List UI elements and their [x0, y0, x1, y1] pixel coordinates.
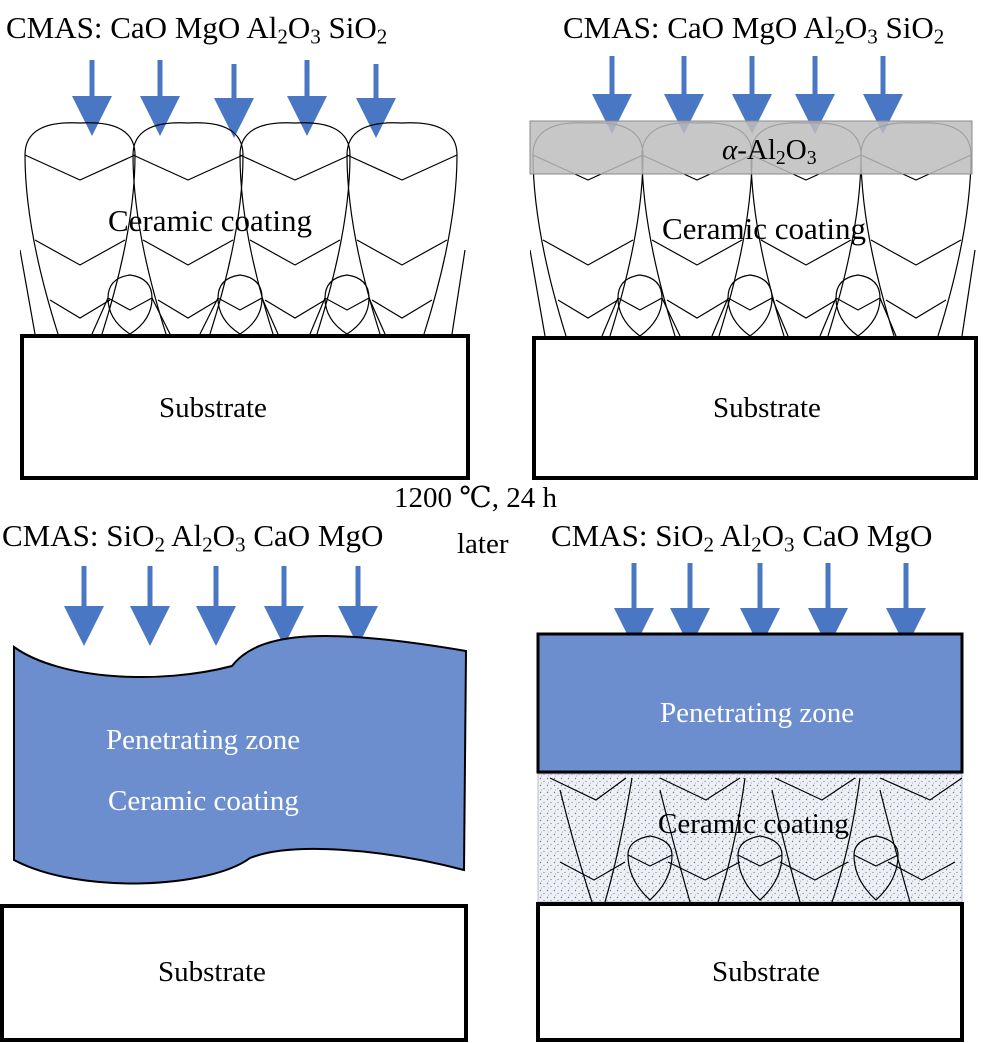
cmas-label-top-left: CMAS: CaO MgO Al2O3 SiO2 — [6, 10, 388, 49]
oxide-sio2: SiO2 — [885, 10, 945, 49]
cmas-prefix: CMAS: — [6, 10, 111, 45]
cmas-arrows-bottom-left — [64, 566, 378, 646]
oxide-mgo: MgO — [317, 518, 384, 553]
panel-bottom-left — [0, 566, 468, 1042]
oxide-cao: CaO — [110, 10, 168, 45]
cmas-prefix: CMAS: — [551, 518, 656, 553]
oxide-sio2: SiO2 — [328, 10, 388, 49]
coating-columns-top-left — [20, 122, 466, 335]
coating-label-bottom-left: Ceramic coating — [108, 785, 299, 817]
substrate-top-left — [20, 334, 470, 480]
oxide-sio2: SiO2 — [106, 518, 166, 557]
oxide-al2o3: Al2O3 — [803, 10, 878, 49]
substrate-label-top-right: Substrate — [713, 392, 821, 424]
cmas-prefix: CMAS: — [563, 10, 668, 45]
cmas-label-bottom-right: CMAS: SiO2 Al2O3 CaO MgO — [551, 518, 933, 557]
coating-grain — [132, 122, 244, 335]
coating-columns-bottom-right — [549, 777, 962, 902]
oxide-sio2: SiO2 — [655, 518, 715, 557]
coating-grain — [239, 122, 351, 335]
oxide-al2o3: Al2O3 — [171, 518, 246, 557]
substrate-label-bottom-left: Substrate — [158, 956, 266, 988]
zone-label-bottom-left: Penetrating zone — [106, 724, 301, 756]
cmas-arrows-top-right — [592, 56, 903, 134]
substrate-label-top-left: Substrate — [159, 392, 267, 424]
grain-boundaries — [530, 249, 976, 337]
substrate-bottom-left — [0, 904, 468, 1042]
substrate-bottom-right — [536, 902, 964, 1042]
cmas-label-top-right: CMAS: CaO MgO Al2O3 SiO2 — [563, 10, 945, 49]
alumina-layer — [529, 120, 973, 175]
coating-grain — [346, 122, 458, 335]
coating-label-top-left: Ceramic coating — [108, 203, 312, 238]
coating-grain — [24, 122, 136, 335]
oxide-mgo: MgO — [731, 10, 798, 45]
cmas-label-bottom-left: CMAS: SiO2 Al2O3 CaO MgO — [2, 518, 384, 557]
oxide-cao: CaO — [667, 10, 725, 45]
cmas-arrows-bottom-right — [614, 563, 926, 648]
oxide-cao: CaO — [253, 518, 311, 553]
small-grain — [107, 274, 153, 335]
coating-label-top-right: Ceramic coating — [662, 211, 866, 246]
small-grain — [727, 274, 773, 337]
condition-line-1: 1200 ℃, 24 h — [394, 482, 557, 514]
substrate-label-bottom-right: Substrate — [712, 956, 820, 988]
panel-bottom-right — [536, 563, 964, 1042]
penetrating-zone-bottom-left — [13, 634, 468, 885]
alumina-label: α-Al2O3 — [722, 134, 817, 169]
oxide-cao: CaO — [802, 518, 860, 553]
oxide-mgo: MgO — [174, 10, 241, 45]
oxide-al2o3: Al2O3 — [720, 518, 795, 557]
zone-label-bottom-right: Penetrating zone — [660, 697, 855, 729]
cmas-arrows-top-left — [72, 60, 396, 138]
cmas-prefix: CMAS: — [2, 518, 107, 553]
penetrating-zone-bottom-right — [536, 632, 964, 774]
condition-line-2: later — [457, 528, 509, 560]
coating-label-bottom-right: Ceramic coating — [658, 808, 849, 840]
panel-top-right — [529, 56, 978, 480]
substrate-top-right — [532, 336, 978, 480]
panel-top-left — [20, 60, 470, 480]
oxide-al2o3: Al2O3 — [246, 10, 321, 49]
grain-boundaries — [20, 249, 466, 335]
oxide-mgo: MgO — [866, 518, 933, 553]
